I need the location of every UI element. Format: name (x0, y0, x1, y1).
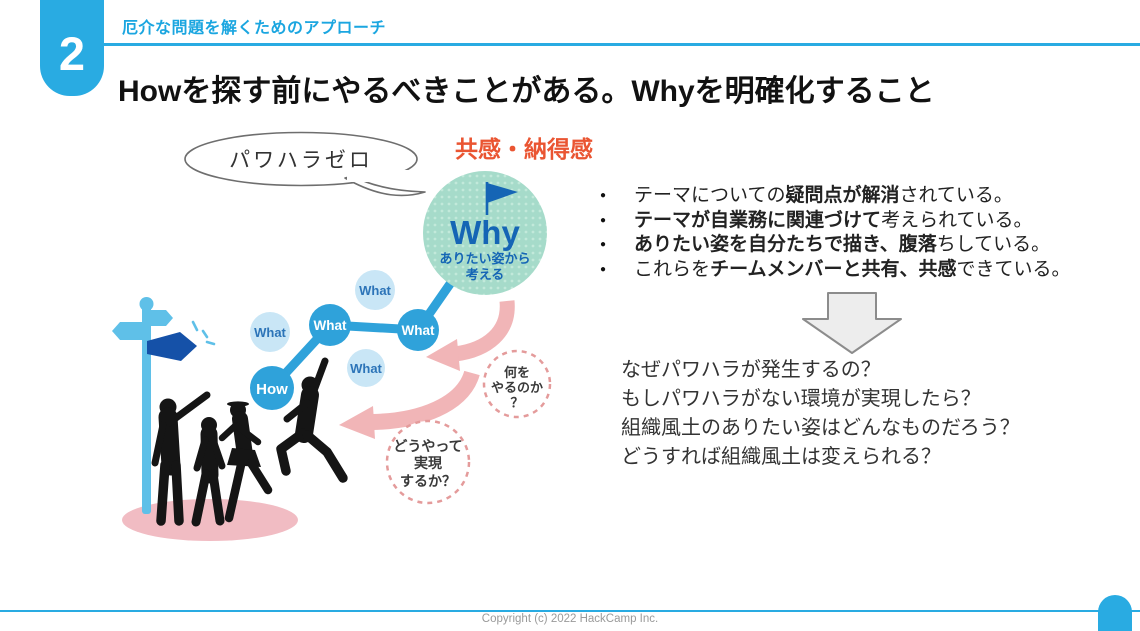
what-circle-light-bottom: What (347, 349, 385, 387)
sparkle-icon (191, 320, 216, 346)
footer-divider (0, 610, 1140, 612)
what-label: What (402, 323, 435, 338)
people-silhouettes (151, 357, 348, 527)
footer-pill-decoration (1098, 595, 1132, 631)
bullet-dot: ● (600, 214, 607, 226)
what-label: What (350, 361, 382, 376)
why-label: Why (450, 214, 520, 251)
what-label: What (359, 283, 391, 298)
q-how-line3: するか？ (400, 473, 456, 489)
person-jumping (276, 357, 348, 483)
signpost-dark-arrow (147, 332, 197, 361)
flag-icon (485, 182, 518, 215)
bullet-dot: ● (600, 190, 607, 201)
how-circle: How (250, 366, 294, 410)
q-how-line1: どうやって (393, 438, 462, 454)
question-circle-how: どうやって 実現 するか？ (385, 419, 471, 505)
why-circle: Why ありたい姿から 考える (423, 171, 547, 295)
q-what-line2: やるのか (491, 380, 543, 395)
questions-block: なぜパワハラが発生するの？ もしパワハラがない環境が実現したら？ 組織風土のありたい… (621, 356, 1131, 472)
pink-arrow-upper (426, 300, 515, 371)
bullet-dot: ● (600, 239, 607, 250)
q-what-line1: 何を (504, 365, 530, 380)
what-circle-solid-2: What (397, 309, 439, 351)
why-sub-line1: ありたい姿から (439, 251, 530, 266)
copyright-text: Copyright (c) 2022 HackCamp Inc. (481, 613, 659, 625)
checklist-text: テーマが自業務に関連づけて考えられている。 (634, 209, 1033, 231)
what-circle-solid-1: What (309, 304, 351, 346)
down-arrow-icon (802, 292, 902, 354)
question-circle-what: 何を やるのか ？ (482, 349, 552, 419)
checklist-item: ● テーマが自業務に関連づけて考えられている。 (600, 209, 1140, 234)
section-kicker: 厄介な問題を解くためのアプローチ (122, 20, 387, 37)
what-circle-light-left: What (250, 312, 290, 352)
bullet-dot: ● (600, 263, 607, 275)
person-running-woman (218, 401, 273, 523)
question-line: どうすれば組織風土は変えられる？ (621, 446, 941, 468)
slide-number: 2 (58, 27, 86, 80)
bubble-text: パワハラゼロ (229, 149, 373, 172)
what-label: What (314, 318, 347, 333)
what-label: What (254, 325, 286, 340)
why-what-how-illustration: What What What What What How Why ありたい姿から… (112, 131, 552, 541)
signpost (112, 297, 216, 514)
q-how-line2: 実現 (414, 455, 442, 471)
checklist-text: これらをチームメンバーと共有、共感できている。 (634, 258, 1071, 280)
question-line: 組織風土のありたい姿はどんなものだろう？ (621, 417, 1020, 439)
person-pointing (151, 391, 211, 526)
checklist-item: ● これらをチームメンバーと共有、共感できている。 (600, 258, 1140, 283)
checklist-item: ● ありたい姿を自分たちで描き、腹落ちしている。 (600, 233, 1140, 258)
what-circle-light-top: What (355, 270, 395, 310)
slide-number-badge: 2 (40, 0, 104, 96)
why-sub-line2: 考える (466, 267, 505, 282)
signpost-left-sign (112, 322, 151, 340)
checklist-text: ありたい姿を自分たちで描き、腹落ちしている。 (634, 234, 1051, 255)
pink-arrow-lower (339, 370, 480, 439)
checklist: ● テーマについての疑問点が解消されている。 ● テーマが自業務に関連づけて考えられて… (600, 184, 1140, 282)
question-line: もしパワハラがない環境が実現したら？ (621, 388, 981, 410)
speech-bubble: パワハラゼロ (184, 131, 426, 197)
how-label: How (256, 381, 288, 398)
page-title: Howを探す前にやるべきことがある。Whyを明確化すること (118, 75, 935, 108)
person-walking (191, 417, 226, 527)
how-to-why-path (267, 279, 455, 393)
question-line: なぜパワハラが発生するの？ (621, 359, 881, 381)
q-what-line3: ？ (510, 395, 523, 410)
header-divider (104, 43, 1140, 46)
empathy-label: 共感・納得感 (455, 136, 593, 162)
checklist-item: ● テーマについての疑問点が解消されている。 (600, 184, 1140, 209)
checklist-text: テーマについての疑問点が解消されている。 (634, 185, 1013, 206)
